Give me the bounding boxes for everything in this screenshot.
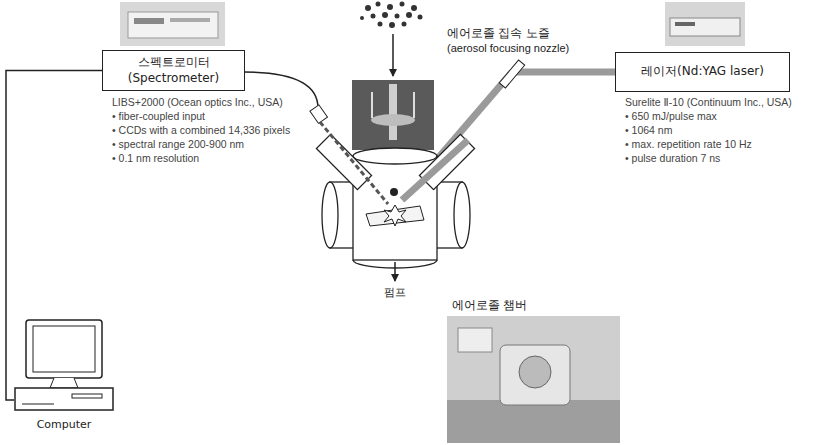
spectrometer-photo	[120, 2, 225, 46]
plasma-spark	[384, 205, 406, 226]
laser-photo	[665, 2, 745, 46]
chamber-label: 에어로졸 챔버	[452, 298, 527, 312]
spec-line: • 650 mJ/pulse max	[625, 110, 717, 123]
sample-plate	[366, 206, 424, 226]
laser-beam	[402, 72, 512, 200]
nozzle-label: 에어로졸 집속 노즐	[447, 26, 550, 40]
computer: Computer	[14, 318, 114, 431]
spec-line: • CCDs with a combined 14,336 pixels	[112, 124, 290, 137]
spectrometer-box: 스펙트로미터 (Spectrometer)	[102, 50, 245, 91]
nozzle-photo	[352, 80, 434, 150]
mirror	[499, 60, 524, 88]
node-text: Computer	[14, 418, 114, 431]
spec-line: • max. repetition rate 10 Hz	[625, 138, 752, 151]
spec-line: • pulse duration 7 ns	[625, 152, 720, 165]
spec-line: • 1064 nm	[625, 124, 672, 137]
fiber-probe	[310, 105, 328, 124]
particle	[390, 188, 398, 196]
node-text: 레이저(Nd:YAG laser)	[641, 64, 764, 80]
collection-path	[320, 122, 388, 204]
laser-beam	[512, 69, 615, 76]
spec-line: Surelite Ⅱ-10 (Continuum Inc., USA)	[625, 96, 792, 109]
chamber-photo	[447, 316, 620, 443]
flow-arrow	[392, 34, 394, 76]
node-text: 스펙트로미터 (Spectrometer)	[111, 55, 236, 86]
cable-line	[6, 71, 102, 400]
laser-box: 레이저(Nd:YAG laser)	[615, 52, 790, 92]
collection-port	[316, 134, 371, 189]
pump-arrow	[394, 262, 396, 281]
nozzle-label: (aerosol focusing nozzle)	[447, 42, 569, 55]
spec-line: LIBS+2000 (Ocean optics Inc., USA)	[112, 96, 283, 109]
pump-label: 펌프	[384, 286, 406, 299]
spec-line: • spectral range 200-900 nm	[112, 138, 244, 151]
spec-line: • fiber-coupled input	[112, 110, 205, 123]
computer-icon	[14, 318, 114, 412]
laser-beam	[402, 140, 468, 200]
aerosol-particles	[360, 2, 423, 29]
spec-line: • 0.1 nm resolution	[112, 152, 199, 165]
